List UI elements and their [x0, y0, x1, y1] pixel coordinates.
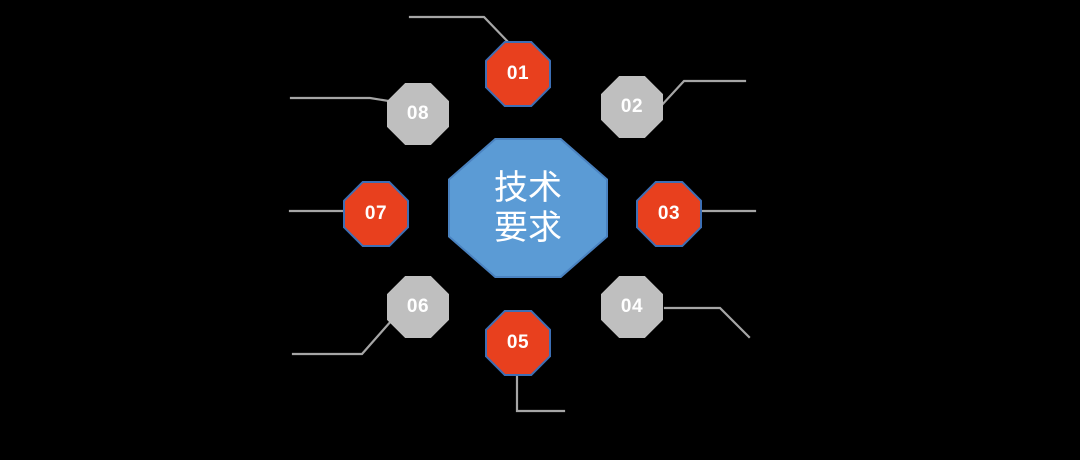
- center-label-line-1: 技术: [494, 168, 562, 207]
- node-03[interactable]: 03: [638, 183, 700, 245]
- node-07-label: 07: [364, 203, 388, 224]
- node-05[interactable]: 05: [487, 312, 549, 374]
- connector-02-path: [659, 79, 747, 108]
- node-04-label: 04: [620, 296, 644, 317]
- node-01[interactable]: 01: [487, 43, 549, 105]
- node-05-label: 05: [506, 332, 530, 353]
- node-06[interactable]: 06: [387, 276, 449, 338]
- connector-01-path: [408, 15, 513, 47]
- center-label-line-2: 要求: [494, 209, 562, 247]
- connector-05-path: [515, 371, 566, 413]
- connector-04-path: [663, 306, 751, 339]
- connector-06-path: [291, 318, 394, 356]
- node-03-label: 03: [657, 203, 681, 224]
- center-node-technical-requirements[interactable]: 技术 要求: [450, 140, 606, 276]
- node-06-label: 06: [406, 296, 430, 317]
- node-07[interactable]: 07: [345, 183, 407, 245]
- node-02-label: 02: [620, 96, 644, 117]
- node-08-label: 08: [406, 103, 430, 124]
- node-08[interactable]: 08: [387, 83, 449, 145]
- node-04[interactable]: 04: [601, 276, 663, 338]
- connector-08-path: [289, 96, 403, 105]
- node-01-label: 01: [506, 63, 530, 84]
- node-02[interactable]: 02: [601, 76, 663, 138]
